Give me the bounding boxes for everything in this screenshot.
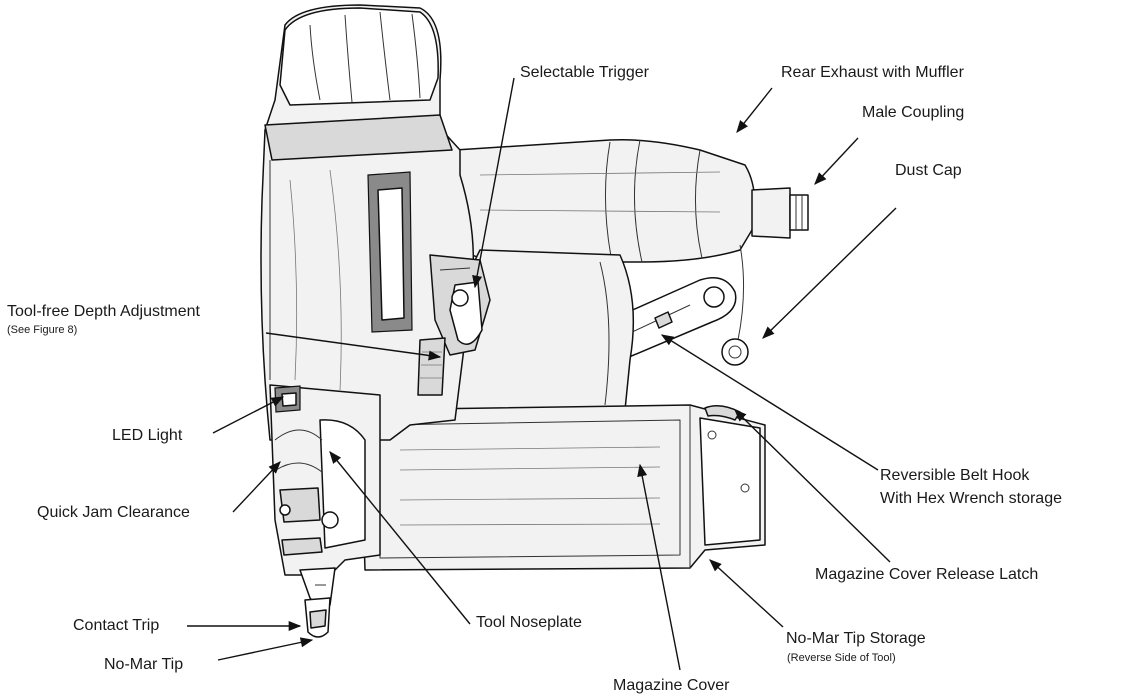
leader-male-coupling <box>814 137 859 185</box>
leader-rear-exhaust <box>736 87 773 133</box>
label-dust-cap: Dust Cap <box>895 162 962 179</box>
leader-selectable-trigger <box>472 77 515 289</box>
leader-led-light <box>212 396 285 434</box>
handle-grip <box>454 138 756 263</box>
dust-cap-part <box>721 244 749 366</box>
contact-trip-part <box>299 567 336 638</box>
label-no-mar-storage: No-Mar Tip Storage <box>786 630 926 647</box>
leader-no-mar-storage <box>709 559 784 628</box>
leader-dust-cap <box>762 207 897 339</box>
label-male-coupling: Male Coupling <box>862 104 965 121</box>
label-depth-adjustment-note: (See Figure 8) <box>7 324 78 336</box>
label-belt-hook-line2: With Hex Wrench storage <box>880 490 1062 507</box>
label-tool-noseplate: Tool Noseplate <box>476 614 582 631</box>
leader-magazine-release <box>734 409 891 563</box>
label-selectable-trigger: Selectable Trigger <box>520 64 649 81</box>
label-rear-exhaust: Rear Exhaust with Muffler <box>781 64 964 81</box>
leader-belt-hook <box>660 334 879 471</box>
leader-depth-adjustment <box>265 332 442 361</box>
leader-lines <box>187 77 897 671</box>
label-depth-adjustment: Tool-free Depth Adjustment <box>7 303 200 320</box>
label-quick-jam: Quick Jam Clearance <box>37 504 190 521</box>
leader-quick-jam <box>232 461 281 513</box>
label-magazine-cover: Magazine Cover <box>613 677 730 694</box>
depth-adjustment-part <box>417 337 446 396</box>
leader-no-mar-tip <box>217 637 314 661</box>
leader-magazine-cover <box>637 463 681 671</box>
label-magazine-release: Magazine Cover Release Latch <box>815 566 1039 583</box>
magazine-part <box>359 404 766 571</box>
nose-assembly <box>269 384 381 576</box>
leader-tool-noseplate <box>329 451 471 625</box>
label-no-mar-storage-note: (Reverse Side of Tool) <box>787 652 896 664</box>
label-no-mar-tip: No-Mar Tip <box>104 656 184 673</box>
motor-housing <box>260 4 475 441</box>
label-contact-trip: Contact Trip <box>73 617 160 634</box>
label-led-light: LED Light <box>112 427 183 444</box>
male-coupling-part <box>751 187 809 239</box>
label-belt-hook-line1: Reversible Belt Hook <box>880 467 1030 484</box>
